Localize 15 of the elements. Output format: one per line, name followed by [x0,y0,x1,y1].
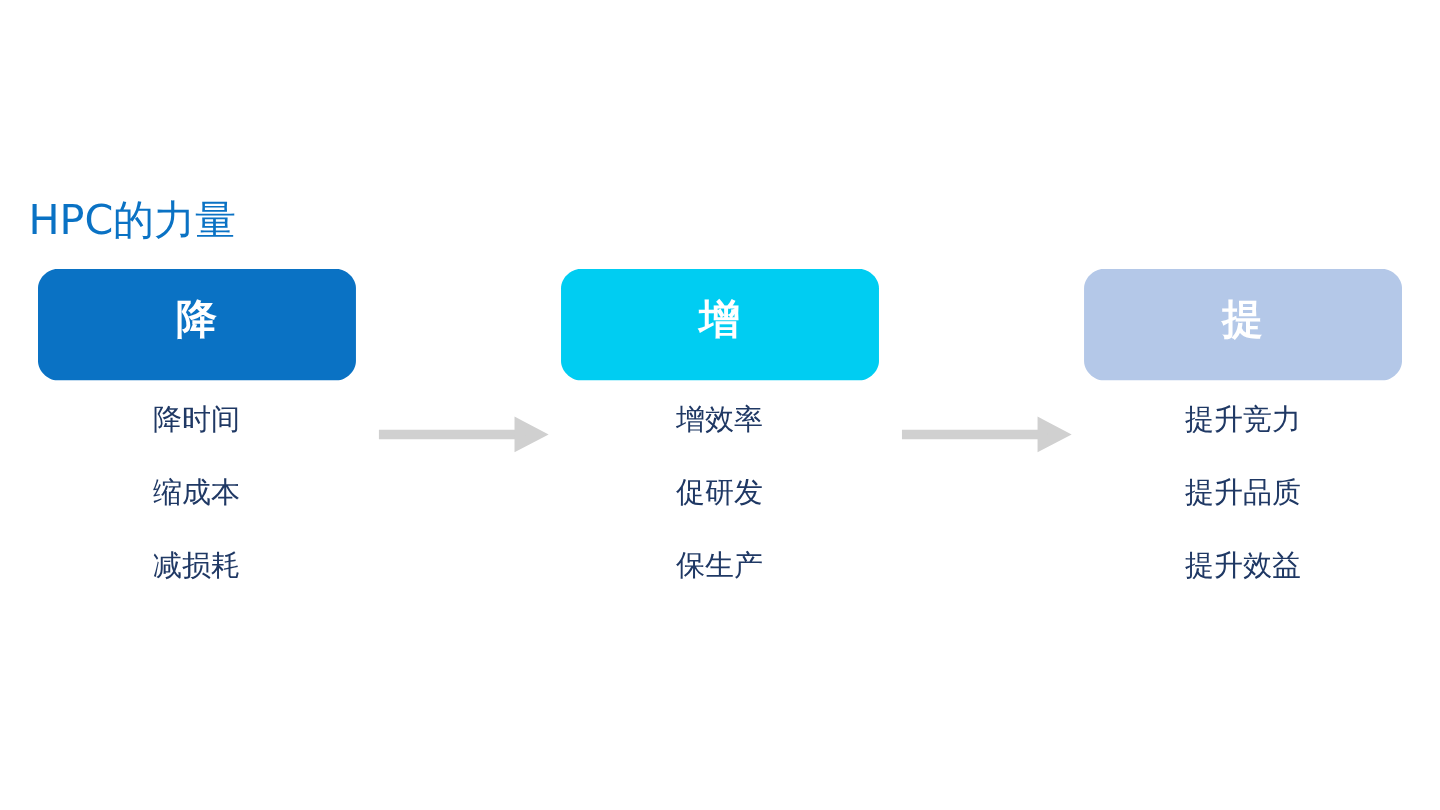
node-label: 提升效益 [1185,547,1301,582]
node-label: 降时间 [153,401,241,436]
arrow [378,416,549,453]
node-box: 增 [561,269,879,381]
node-label: 缩成本 [153,474,241,509]
arrow [901,416,1072,453]
node-label: 促研发 [676,474,764,509]
node-label: 增效率 [676,401,764,436]
node-box: 提 [1084,269,1402,381]
node-label: 保生产 [676,547,764,582]
node-label: 提升品质 [1185,474,1301,509]
node-label: 减损耗 [153,547,241,582]
diagram-title: HPC的力量 [28,195,237,244]
node-box: 降 [38,269,356,381]
node-label: 提升竞力 [1185,401,1301,436]
